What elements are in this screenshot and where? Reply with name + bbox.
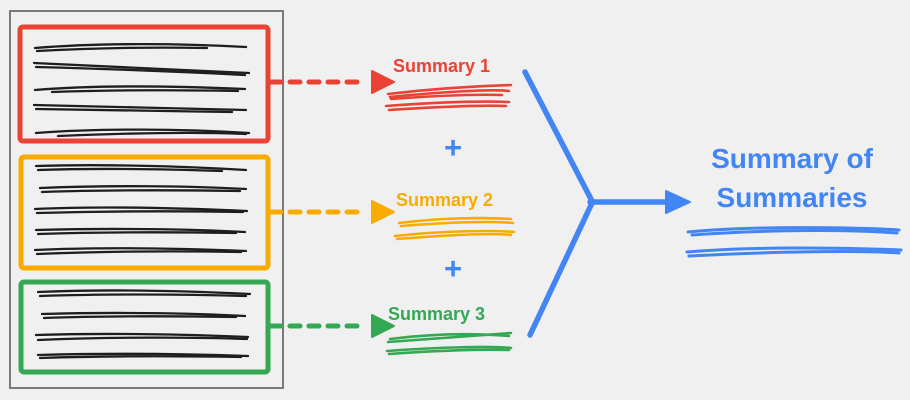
summary-of-summaries-label: Summary of Summaries <box>680 139 904 217</box>
section-green-border <box>18 279 271 375</box>
plus-operator-1: + <box>443 130 463 165</box>
document-section-red <box>17 24 271 144</box>
section-green-text-scribbles <box>34 289 252 360</box>
section-red-border <box>17 24 271 144</box>
section-orange-border <box>18 154 271 271</box>
summary-2-scribble <box>393 216 516 241</box>
summary-3-scribble <box>385 331 513 356</box>
plus-operator-2: + <box>443 251 463 286</box>
document-section-orange <box>18 154 271 271</box>
arrow-orange-dashed-icon <box>268 200 395 224</box>
result-scribble <box>685 226 903 258</box>
summary-3-label: Summary 3 <box>388 304 486 324</box>
summary-1-scribble <box>384 83 513 112</box>
document-section-green <box>18 279 271 375</box>
arrow-red-dashed-icon <box>268 70 395 94</box>
summary-2-label: Summary 2 <box>396 190 494 210</box>
result-label-line2: Summaries <box>716 182 868 213</box>
section-red-text-scribbles <box>32 42 251 138</box>
arrow-green-dashed-icon <box>268 314 395 338</box>
merge-arrow-icon <box>522 69 691 338</box>
result-label-line1: Summary of <box>711 143 873 174</box>
document-outline <box>9 10 284 389</box>
summary-1-label: Summary 1 <box>393 56 491 76</box>
section-orange-text-scribbles <box>33 164 249 256</box>
